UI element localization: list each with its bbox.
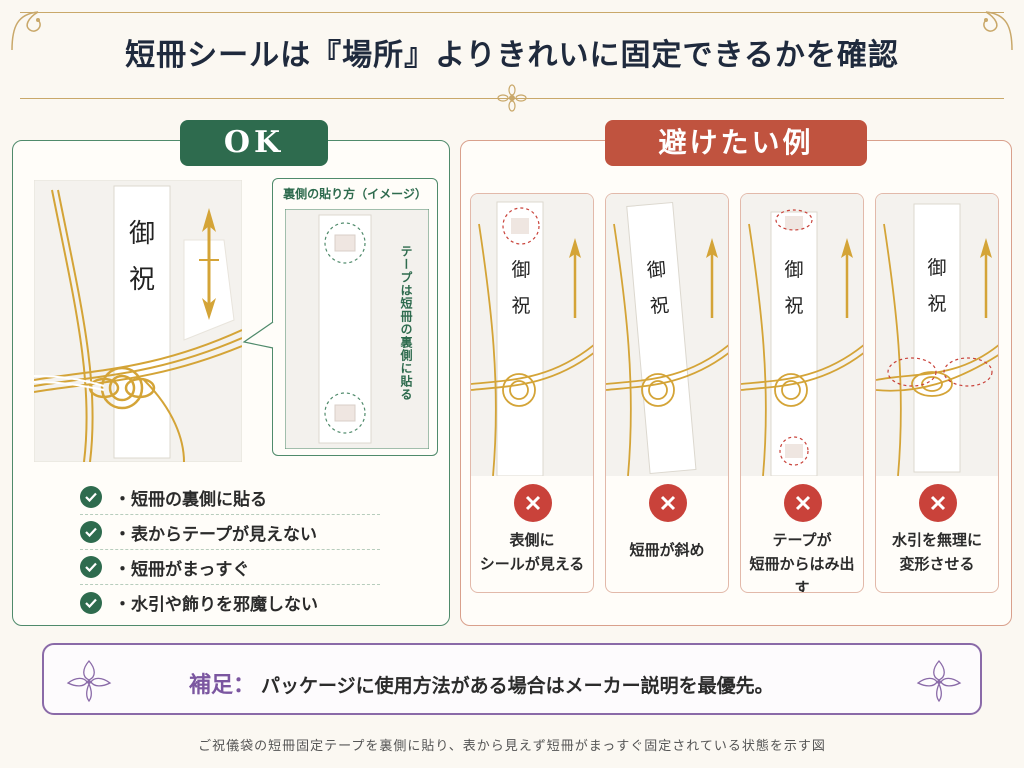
ng-caption-line: 短冊からはみ出す: [749, 555, 855, 593]
ng-photo-4: 御 祝: [876, 194, 998, 476]
ng-photo-3: 御 祝: [741, 194, 863, 476]
check-item: ・表からテープが見えない: [80, 515, 380, 550]
card-text-2: 祝: [784, 295, 803, 317]
ng-caption-line: シールが見える: [479, 555, 585, 573]
ng-card-deformed-mizuhiki: 御 祝 水引を無理に 変形させる: [875, 193, 999, 593]
ng-card-sticker-visible: 御 祝 表側に シールが見える: [470, 193, 594, 593]
check-label: ・水引や飾りを邪魔しない: [114, 595, 318, 615]
flower-ornament-icon: [497, 84, 527, 112]
ng-caption: 表側に シールが見える: [473, 528, 591, 576]
envelope-ok-illustration: 御 祝: [34, 180, 242, 462]
note-label: 補足：: [189, 672, 256, 698]
back-side-callout: 裏側の貼り方（イメージ） テープは短冊の裏側に貼る: [272, 178, 438, 456]
check-icon: [80, 521, 102, 543]
note-body: 補足：パッケージに使用方法がある場合はメーカー説明を最優先。: [189, 667, 774, 699]
check-icon: [80, 591, 102, 614]
note-text: パッケージに使用方法がある場合はメーカー説明を最優先。: [261, 675, 774, 697]
check-icon: [80, 486, 102, 508]
card-text-1: 御: [511, 259, 530, 281]
back-side-illustration: [285, 209, 429, 449]
ng-photo-2: 御 祝: [606, 194, 728, 476]
card-text-1: 御: [927, 257, 946, 279]
ng-caption: 短冊が斜め: [608, 538, 726, 562]
ng-badge: 避けたい例: [605, 120, 867, 166]
check-icon: [80, 556, 102, 578]
ng-photo-1: 御 祝: [471, 194, 593, 476]
ng-x-icon: [784, 484, 822, 522]
ng-caption: テープが 短冊からはみ出す: [743, 528, 861, 593]
ng-caption-line: 短冊が斜め: [629, 541, 705, 559]
check-label: ・短冊の裏側に貼る: [114, 489, 267, 510]
header: 短冊シールは『場所』よりきれいに固定できるかを確認: [0, 0, 1024, 112]
check-label: ・表からテープが見えない: [114, 524, 317, 545]
ng-x-icon: [649, 484, 687, 522]
ng-x-icon: [514, 484, 552, 522]
corner-ornament-left-icon: [11, 11, 41, 51]
card-text-2: 祝: [927, 293, 946, 315]
ng-caption-line: テープが: [772, 531, 832, 549]
ng-card-tape-sticking-out: 御 祝 テープが 短冊からはみ出す: [740, 193, 864, 593]
check-item: ・水引や飾りを邪魔しない: [80, 585, 380, 620]
card-text-1: 御: [646, 258, 667, 282]
card-text-2: 祝: [511, 295, 530, 317]
ng-card-tilted: 御 祝 短冊が斜め: [605, 193, 729, 593]
flower-ornament-left-icon: [66, 660, 112, 703]
check-item: ・短冊の裏側に貼る: [80, 480, 380, 515]
envelope-text-1: 御: [129, 219, 155, 249]
ng-caption-line: 水引を無理に: [891, 531, 982, 549]
ng-caption: 水引を無理に 変形させる: [878, 528, 996, 576]
ng-caption-line: 変形させる: [899, 555, 975, 573]
callout-title: 裏側の貼り方（イメージ）: [283, 187, 427, 201]
ok-badge: OK: [180, 120, 328, 166]
callout-pointer: [242, 321, 274, 349]
flower-ornament-right-icon: [916, 660, 962, 703]
supplement-note: 補足：パッケージに使用方法がある場合はメーカー説明を最優先。: [42, 643, 982, 715]
top-border-line: [20, 12, 1004, 13]
card-text-2: 祝: [649, 294, 670, 318]
page-title: 短冊シールは『場所』よりきれいに固定できるかを確認: [125, 38, 899, 73]
envelope-text-2: 祝: [129, 265, 155, 295]
callout-vertical-note: テープは短冊の裏側に貼る: [399, 245, 413, 401]
corner-ornament-right-icon: [983, 11, 1013, 51]
ok-checklist: ・短冊の裏側に貼る ・表からテープが見えない ・短冊がまっすぐ ・水引や飾りを邪…: [80, 480, 380, 620]
ng-x-icon: [919, 484, 957, 522]
check-label: ・短冊がまっすぐ: [114, 559, 250, 580]
figure-caption: ご祝儀袋の短冊固定テープを裏側に貼り、表から見えず短冊がまっすぐ固定されている状…: [198, 739, 826, 754]
card-text-1: 御: [784, 259, 803, 281]
ng-caption-line: 表側に: [509, 531, 555, 549]
check-item: ・短冊がまっすぐ: [80, 550, 380, 585]
